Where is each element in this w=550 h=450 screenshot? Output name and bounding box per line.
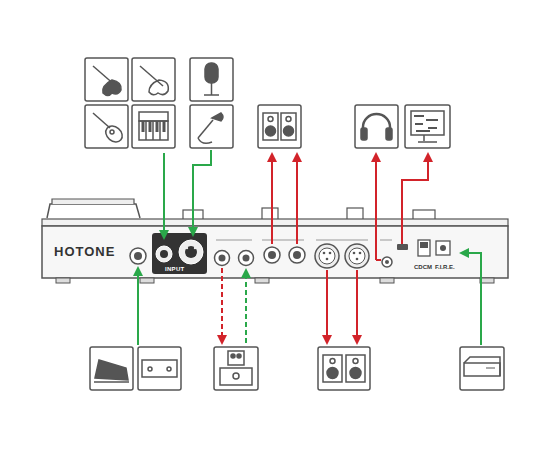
input-label: INPUT [165, 266, 185, 272]
brand-logo: HOTONE [54, 245, 115, 258]
power-adapter-icon [460, 347, 504, 390]
processor-device [42, 199, 508, 283]
fire-label: F.I.R.E. [435, 264, 455, 270]
device-panel: HOTONE INPUT CDCMF.I.R.E. [42, 226, 508, 278]
cdcm-label: CDCM [414, 264, 432, 270]
studio-monitor-icon-bottom [318, 347, 370, 390]
computer-icon [405, 105, 450, 148]
pedal-footswitch-icons [90, 347, 181, 390]
studio-monitor-icon [258, 105, 301, 148]
instrument-icons [85, 58, 175, 148]
headphones-icon [355, 105, 398, 148]
effects-pedal-icon [214, 347, 258, 390]
microphone-icons [190, 58, 233, 148]
signal-arrows [138, 150, 481, 345]
